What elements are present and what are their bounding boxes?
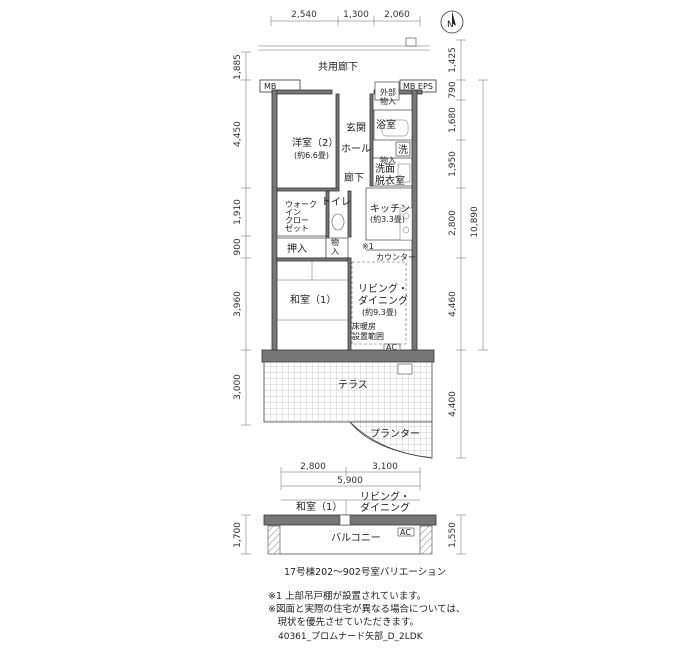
toilet-label: トイレ — [321, 197, 351, 208]
variation-ac-label: AC — [400, 528, 411, 537]
storage-vertical-2: 入 — [331, 247, 339, 256]
variation-dim-1: 2,800 — [300, 462, 326, 472]
variation-japanese-room: 和室（1） — [296, 500, 342, 513]
top-dimension-line: 2,540 1,300 2,060 — [270, 10, 421, 26]
variation-dimension-line: 2,800 3,100 5,900 — [280, 462, 421, 490]
terrace-label: テラス — [338, 379, 368, 391]
terrace-area: テラス プランター — [263, 361, 433, 459]
right-dim-6: 10,890 — [470, 206, 480, 238]
left-dim-5: 3,960 — [233, 291, 243, 317]
living-dining-label-1: リビング・ — [358, 282, 408, 295]
variation-balcony-label: バルコニー — [331, 532, 381, 544]
wic-label-1: ウォーク — [285, 200, 317, 209]
left-dimension-line: 1,885 4,450 1,910 900 3,960 3,000 — [233, 51, 251, 426]
bathroom-label: 浴室 — [376, 118, 396, 131]
washroom-label-1: 洗面 — [375, 163, 395, 175]
variation-dim-2: 3,100 — [372, 462, 398, 472]
interior-walls — [276, 81, 413, 351]
hallway-label: 廊下 — [344, 171, 364, 184]
right-dim-1: 1,425 — [448, 47, 458, 73]
variation-living-2: ダイニング — [360, 501, 410, 514]
note-line-1: ※1 上部吊戸棚が設置されています。 — [268, 591, 427, 602]
western-room-size: (約6.6畳) — [294, 150, 329, 160]
kitchen-label: キッチン — [370, 203, 410, 215]
japanese-room-label: 和室（1） — [290, 293, 336, 306]
entrance-label: 玄関 — [346, 121, 366, 134]
right-dim-2: 790 — [448, 81, 458, 98]
laundry-label: 洗 — [398, 144, 408, 156]
planter-label: プランター — [370, 428, 420, 440]
outdoor-storage-label-1: 外部 — [380, 87, 396, 97]
washroom-label-2: 脱衣室 — [375, 174, 405, 187]
hall-label: ホール — [341, 143, 371, 155]
right-dim-3: 1,680 — [448, 107, 458, 133]
note-line-2: ※図面と実際の住宅が異なる場合については、 — [268, 604, 466, 615]
left-dim-3: 1,910 — [233, 199, 243, 225]
left-dim-6: 3,000 — [233, 374, 243, 400]
corridor-label: 共用廊下 — [318, 60, 358, 73]
mb-right-label: MB EPS — [403, 82, 433, 91]
north-arrow-icon: N — [440, 10, 464, 34]
wic-label-4: ゼット — [285, 223, 309, 233]
footer-id: 40361_プロムナード矢部_D_2LDK — [278, 632, 423, 642]
outdoor-storage-label-2: 物入 — [380, 96, 396, 106]
left-dim-4: 900 — [233, 238, 243, 255]
right-dim-5: 2,800 — [448, 210, 458, 236]
left-dim-2: 4,450 — [233, 121, 243, 147]
north-label: N — [447, 20, 454, 30]
mb-left-label: MB — [264, 82, 276, 91]
right-dimension-lines: 1,425 790 1,680 1,950 2,800 10,890 4,460… — [448, 39, 488, 459]
shared-corridor: 共用廊下 — [258, 37, 430, 73]
top-dim-2: 1,300 — [343, 10, 369, 20]
variation-right-dim: 1,550 — [448, 522, 458, 548]
left-dim-1: 1,885 — [233, 54, 243, 80]
counter-label: カウンター — [376, 253, 416, 262]
variation-dim-total: 5,900 — [337, 476, 363, 486]
storage-vertical-1: 物 — [331, 237, 339, 247]
variation-left-dim: 1,700 — [233, 522, 243, 548]
top-dim-1: 2,540 — [291, 10, 317, 20]
ac-label-main: AC — [386, 343, 397, 352]
right-dim-7: 4,460 — [448, 291, 458, 317]
wic-label-3: クロー — [285, 216, 309, 225]
variation-plan: AC 和室（1） リビング・ ダイニング バルコニー 1,700 1,550 — [233, 490, 466, 555]
storage-small-label: 物入 — [380, 155, 396, 165]
kitchen-size: (約3.3畳) — [370, 214, 405, 224]
right-dim-8: 4,400 — [448, 391, 458, 417]
living-dining-size: (約9.3畳) — [362, 307, 397, 317]
western-room-label: 洋室（2） — [292, 136, 338, 149]
counter-note-mark: ※1 — [362, 242, 374, 251]
floor-heating-label-1: 床暖房 — [352, 321, 376, 331]
right-dim-4: 1,950 — [448, 151, 458, 177]
living-dining-label-2: ダイニング — [358, 294, 408, 307]
top-dim-3: 2,060 — [384, 10, 410, 20]
variation-living-1: リビング・ — [360, 490, 410, 503]
wic-label-2: イン — [285, 208, 301, 217]
variation-caption: 17号棟202〜902号室バリエーション — [284, 567, 447, 578]
floor-heating-label-2: 設置範囲 — [352, 331, 384, 341]
note-line-3: 現状を優先させていただきます。 — [268, 617, 420, 628]
oshiire-label: 押入 — [287, 242, 307, 255]
